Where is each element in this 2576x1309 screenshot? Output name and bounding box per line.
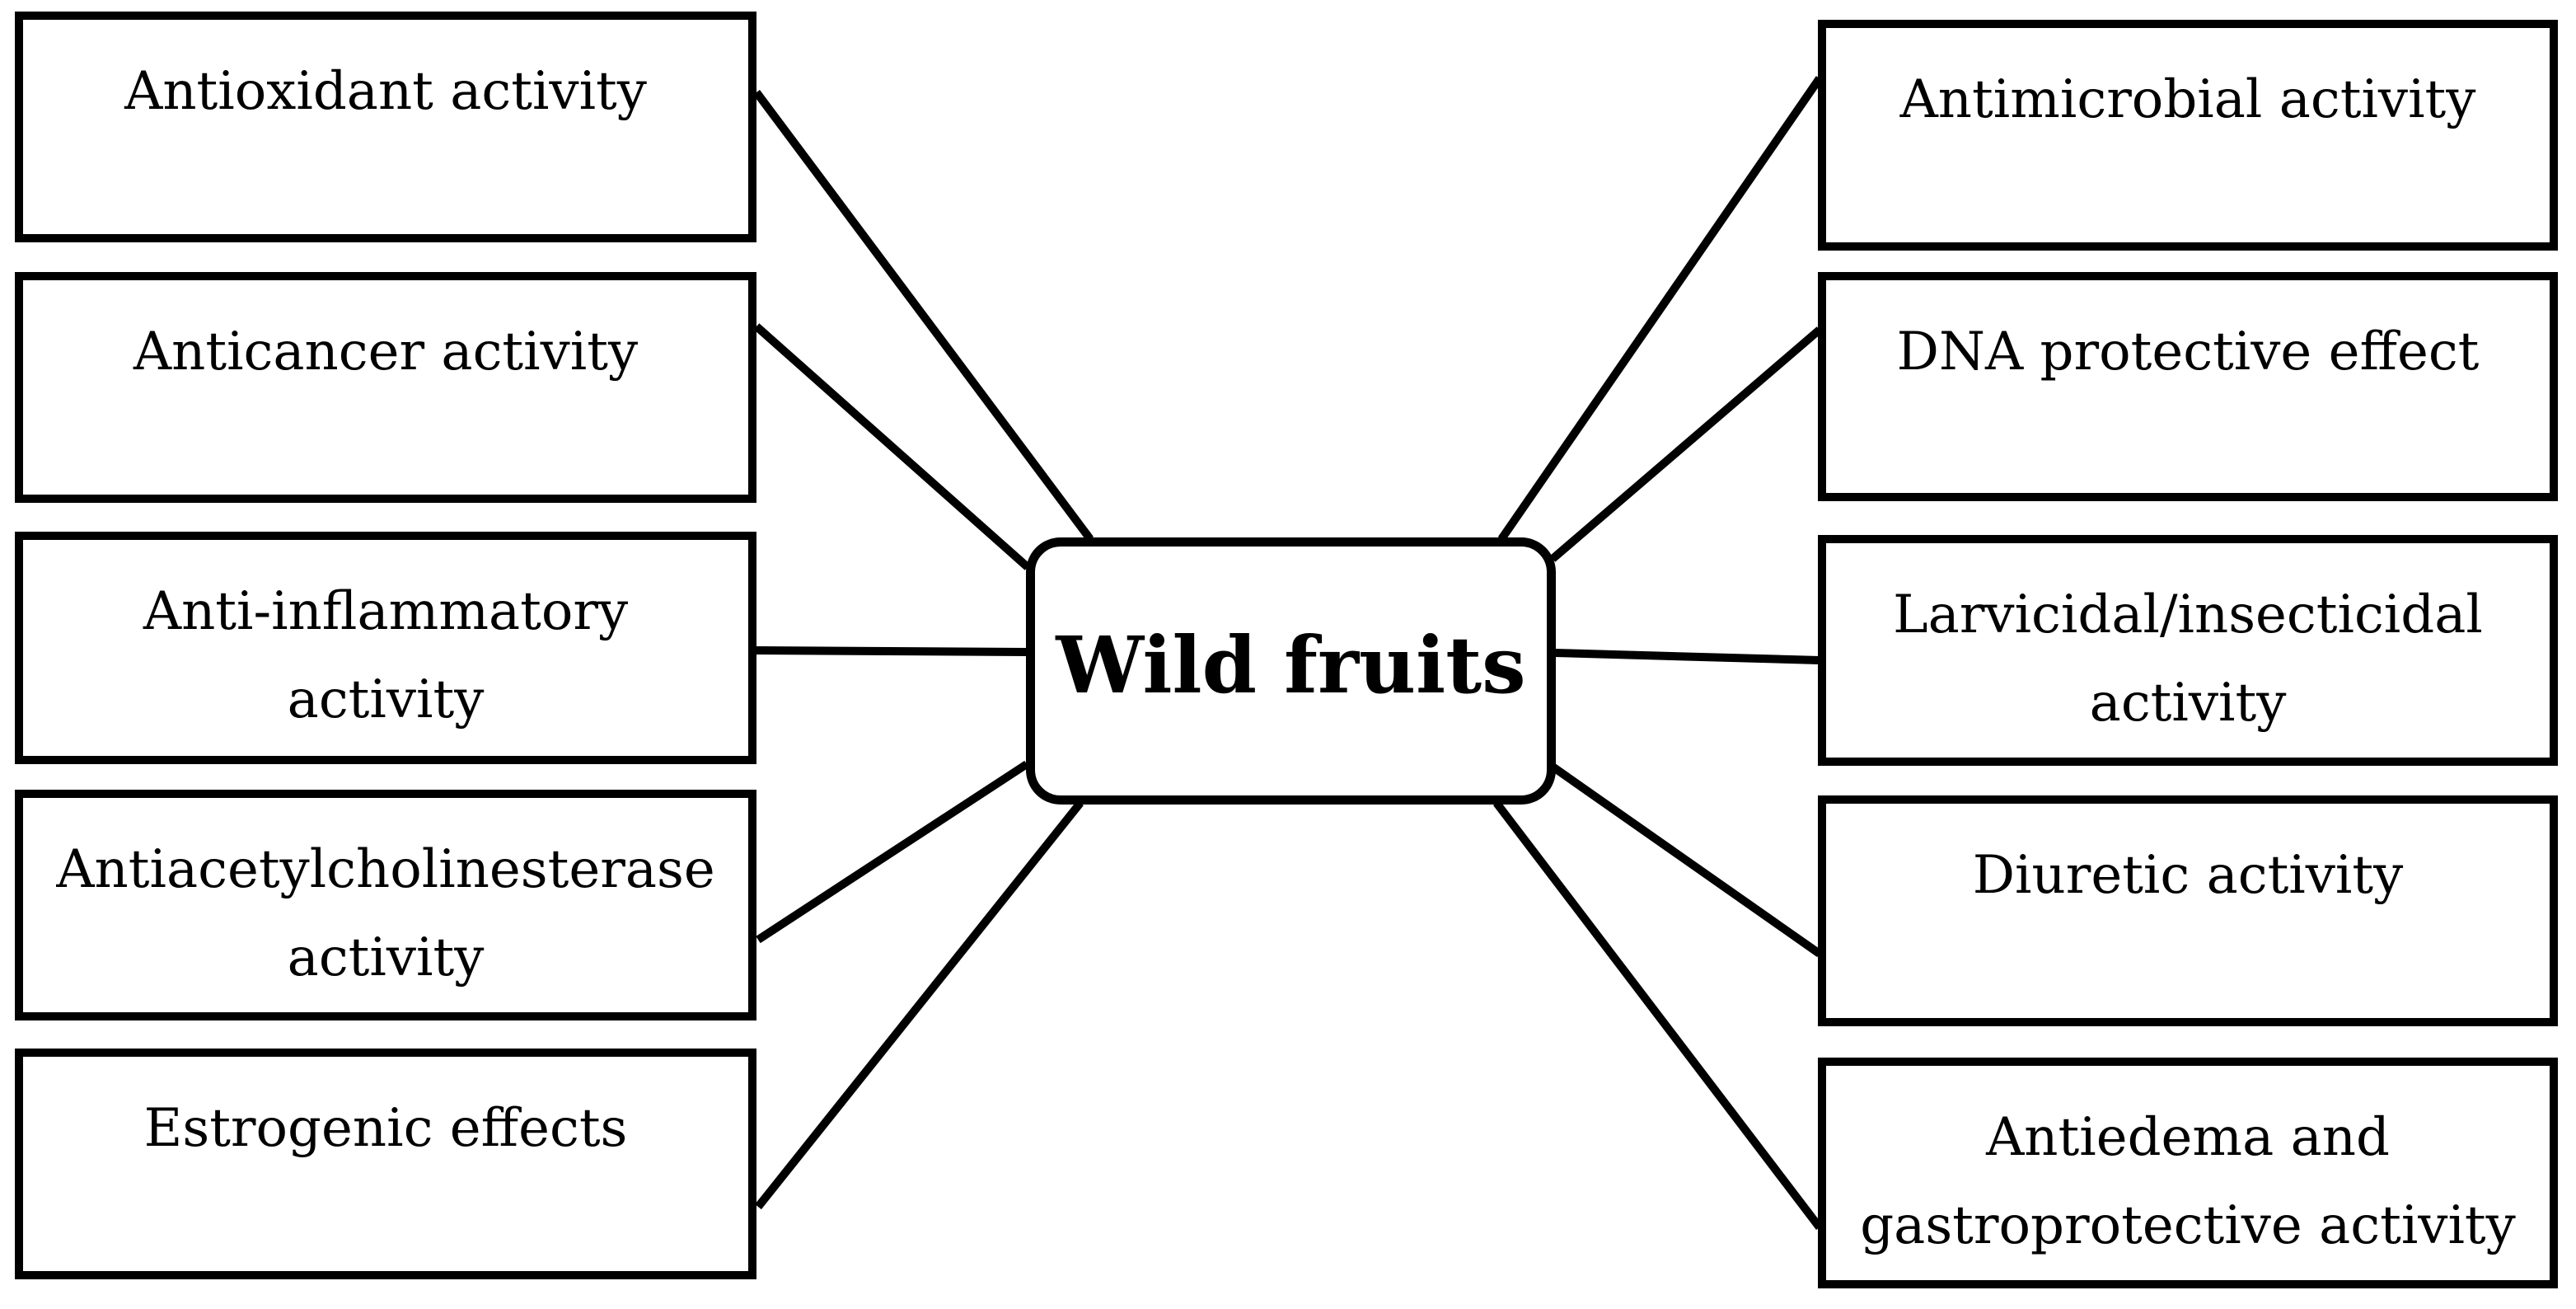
box-label: Antiacetylcholinesterase [56, 839, 715, 900]
edge-center-to-anti-inflammatory [756, 646, 1028, 656]
box-label: Antioxidant activity [124, 61, 647, 122]
box-antimicrobial-activity: Antimicrobial activity [1818, 20, 2558, 251]
box-label: DNA protective effect [1896, 321, 2480, 382]
edge-center-to-dna-protective [1549, 326, 1823, 562]
box-label: gastroprotective activity [1860, 1195, 2516, 1256]
box-label: Diuretic activity [1972, 845, 2404, 906]
box-anti-inflammatory-activity: Anti-inflammatory activity [15, 532, 756, 764]
box-label: activity [2089, 673, 2287, 734]
box-wild-fruits-center: Wild fruits [1026, 537, 1556, 805]
box-diuretic-activity: Diuretic activity [1818, 795, 2558, 1026]
edge-center-to-antioxidant [752, 90, 1094, 542]
center-node-label: Wild fruits [1056, 620, 1526, 711]
box-label: Antimicrobial activity [1899, 69, 2476, 130]
box-label: activity [287, 669, 485, 730]
edge-center-to-larvicidal [1553, 649, 1820, 664]
box-dna-protective-effect: DNA protective effect [1818, 272, 2558, 501]
edge-center-to-diuretic [1550, 762, 1822, 958]
box-label: Anticancer activity [133, 321, 639, 382]
box-label: Antiedema and [1986, 1107, 2390, 1168]
box-estrogenic-effects: Estrogenic effects [15, 1049, 756, 1279]
edge-center-to-estrogenic [755, 800, 1084, 1210]
box-label: Larvicidal/insecticidal [1893, 584, 2483, 645]
box-antiedema-gastroprotective-activity: Antiedema and gastroprotective activity [1818, 1058, 2558, 1288]
edge-center-to-antimicrobial [1497, 76, 1824, 542]
edge-center-to-antiedema [1493, 800, 1823, 1231]
box-antioxidant-activity: Antioxidant activity [15, 12, 756, 242]
box-anticancer-activity: Anticancer activity [15, 272, 756, 503]
box-label: Estrogenic effects [143, 1098, 628, 1159]
box-antiacetylcholinesterase-activity: Antiacetylcholinesterase activity [15, 790, 756, 1020]
box-larvicidal-insecticidal-activity: Larvicidal/insecticidal activity [1818, 535, 2558, 766]
edge-center-to-anticancer [753, 323, 1031, 570]
box-label: Anti-inflammatory [143, 581, 629, 642]
edge-center-to-antiacetylcholinesterase [756, 760, 1029, 944]
box-label: activity [287, 927, 485, 988]
